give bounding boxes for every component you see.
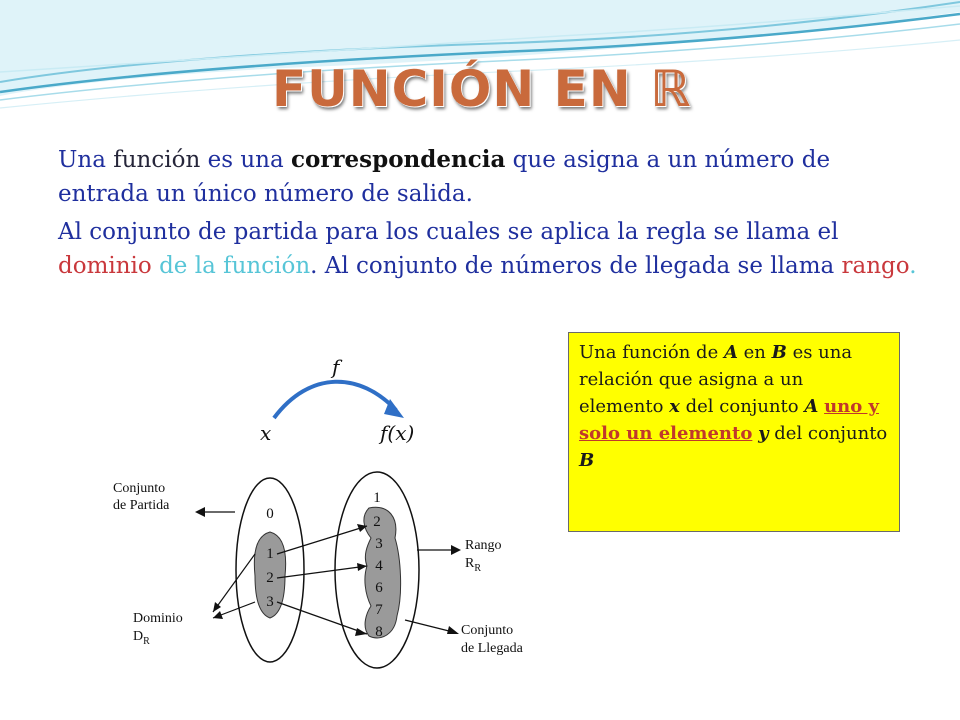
output-symbol: f(x) bbox=[378, 421, 414, 445]
left-set-ellipse bbox=[235, 477, 305, 663]
page-title: FUNCIÓN EN ℝ bbox=[272, 60, 692, 118]
right-set-element: 4 bbox=[375, 558, 383, 574]
right-set-element: 3 bbox=[375, 536, 383, 552]
left-set-element: 2 bbox=[266, 570, 274, 586]
input-symbol: x bbox=[260, 421, 271, 445]
domain-range-paragraph: Al conjunto de partida para los cuales s… bbox=[58, 219, 917, 279]
definition-box: Una función de A en B es una relación qu… bbox=[568, 332, 900, 532]
function-map-figure: f x f(x) bbox=[260, 355, 414, 445]
left-set-element: 1 bbox=[266, 546, 274, 562]
definition-paragraph: Una función es una correspondencia que a… bbox=[58, 146, 831, 207]
right-set-element: 7 bbox=[375, 602, 383, 618]
left-set-element: 3 bbox=[266, 594, 274, 610]
wave-decoration bbox=[0, 0, 960, 109]
right-set-element: 8 bbox=[375, 624, 383, 640]
left-set-element: 0 bbox=[266, 506, 274, 522]
right-set-element: 6 bbox=[375, 580, 383, 596]
range-region bbox=[363, 506, 402, 639]
function-symbol: f bbox=[330, 355, 343, 379]
curved-arrow bbox=[272, 379, 398, 420]
right-set-element: 1 bbox=[373, 490, 381, 506]
highlight-text: uno y solo un elemento bbox=[579, 396, 879, 444]
right-set-element: 2 bbox=[373, 514, 381, 530]
